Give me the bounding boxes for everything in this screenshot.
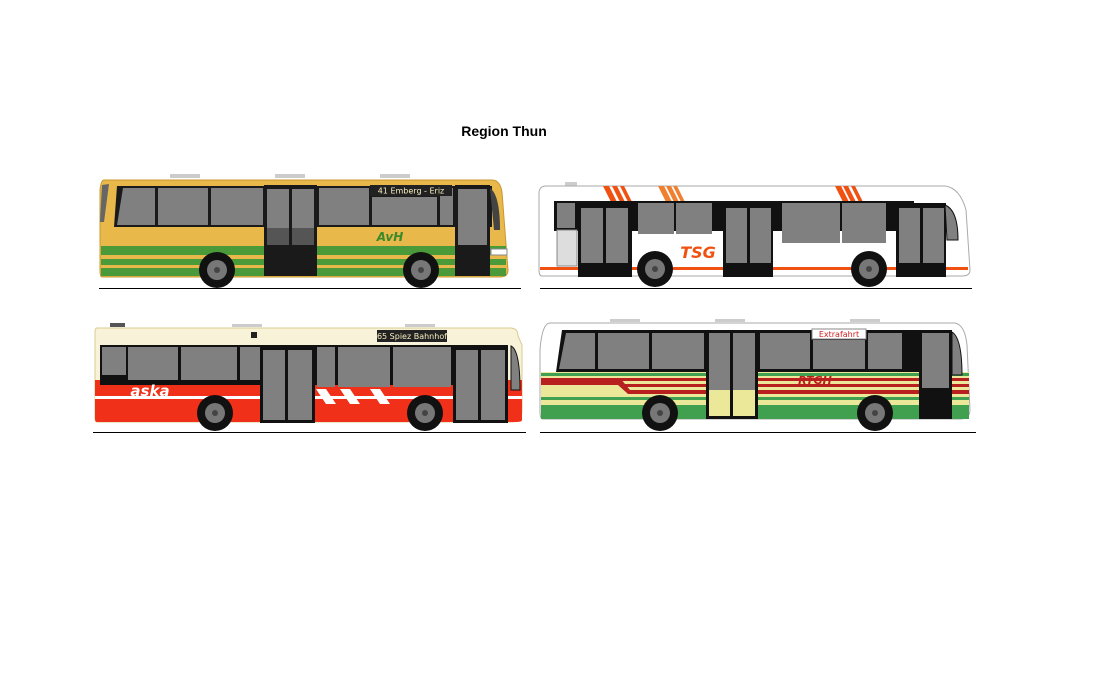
destination-text: 65 Spiez Bahnhof <box>377 332 447 341</box>
operator-logo: RTGH <box>798 374 832 387</box>
operator-logo: AvH <box>376 230 404 244</box>
bus-tsg: TSG <box>538 182 971 287</box>
destination-sign <box>377 330 447 342</box>
bus-rtgh: Extrafahrt RTGH <box>539 319 971 431</box>
destination-sign <box>370 185 452 196</box>
destination-sign <box>811 328 867 340</box>
page-title: Region Thun <box>461 123 547 139</box>
bus-aska: 65 Spiez Bahnhof aska <box>94 323 523 431</box>
bus-avh: 41 Emberg - Eriz AvH <box>99 174 509 288</box>
operator-logo: TSG <box>680 243 716 262</box>
destination-text: Extrafahrt <box>819 330 859 339</box>
destination-text: 41 Emberg - Eriz <box>378 187 445 196</box>
operator-logo: aska <box>130 382 169 400</box>
